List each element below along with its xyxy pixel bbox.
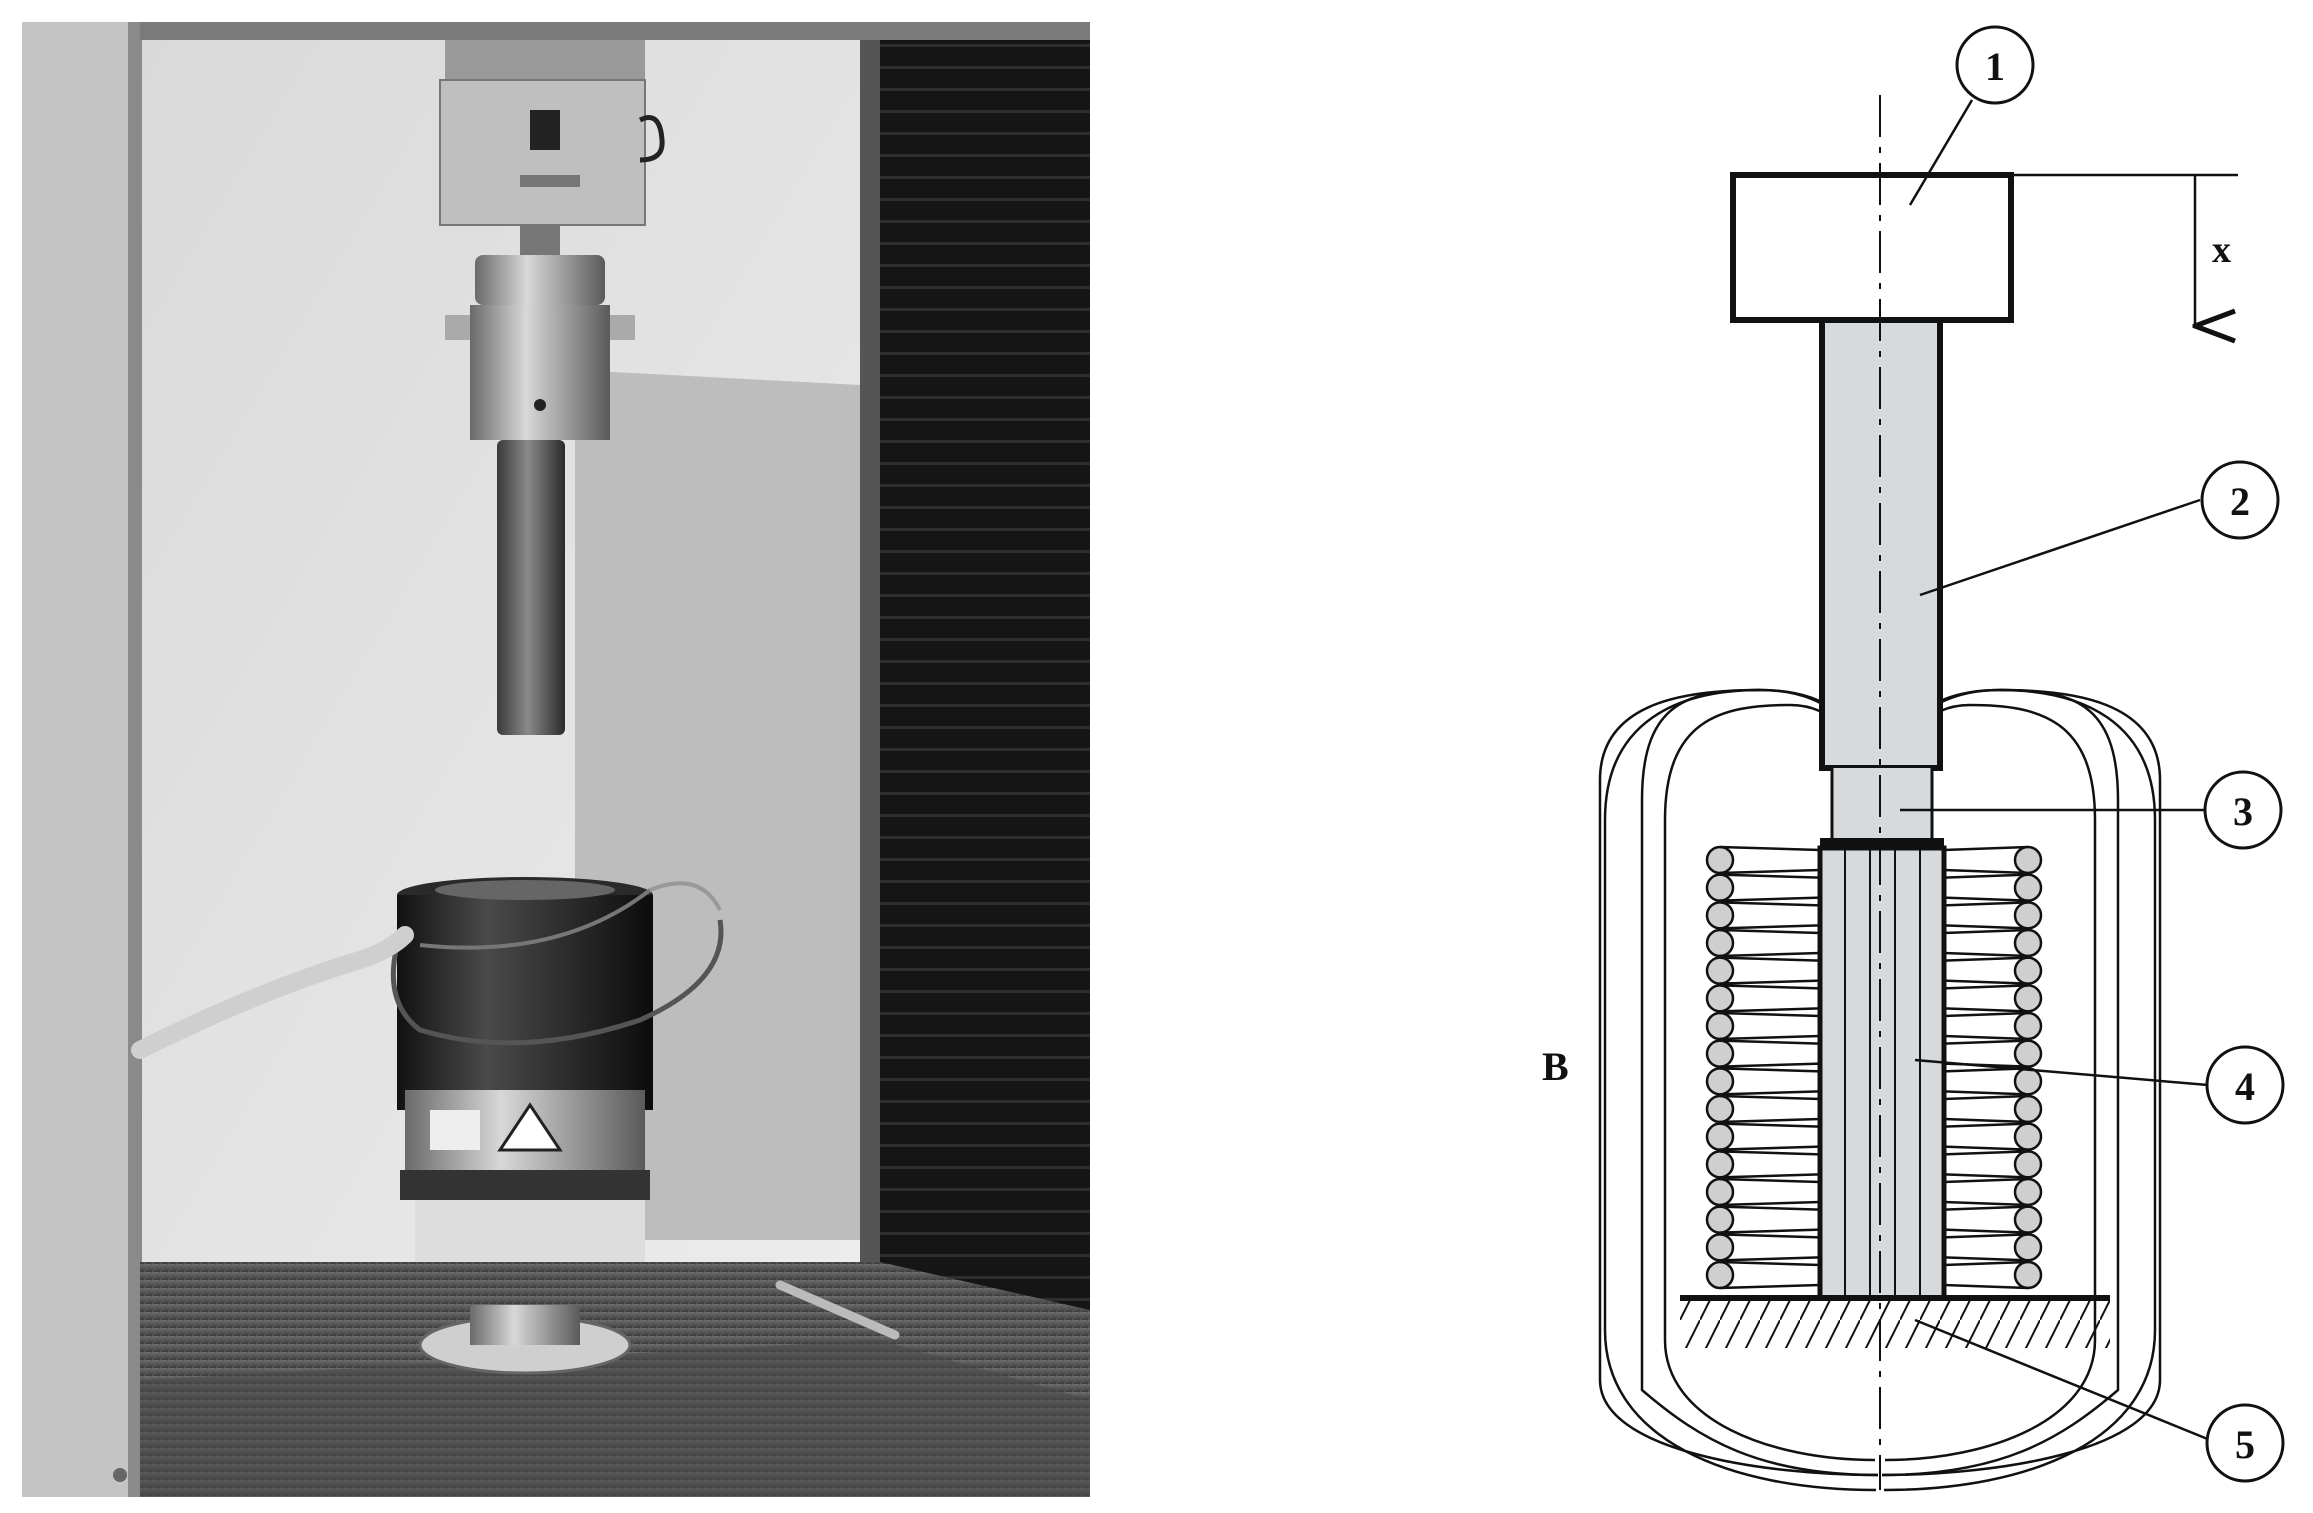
coil-wire-left xyxy=(1719,1067,1821,1096)
coil-wire-right xyxy=(1943,1177,2029,1207)
coil-turn-left xyxy=(1705,1039,1735,1068)
coil-turn-right xyxy=(2013,1122,2043,1151)
callout-2: 2 xyxy=(2200,460,2280,540)
coil-wire-right xyxy=(1943,901,2029,930)
coil-wire-right xyxy=(1943,1233,2029,1262)
coil-turn-left xyxy=(1705,956,1735,985)
coil-wire-left xyxy=(1719,845,1821,875)
svg-text:1: 1 xyxy=(1985,44,2005,89)
coil-turn-left xyxy=(1705,845,1735,875)
coil-turn-left xyxy=(1705,1122,1735,1151)
field-label-b: B xyxy=(1542,1044,1569,1089)
coil-turn-right xyxy=(2013,1177,2043,1207)
coil-turn-right xyxy=(2013,984,2043,1013)
coil-turn-left xyxy=(1705,1177,1735,1207)
coil-wire-right xyxy=(1943,1150,2029,1179)
coil-turn-right xyxy=(2013,901,2043,930)
coil-wire-left xyxy=(1719,1094,1821,1124)
coil-turn-left xyxy=(1705,1205,1735,1234)
coil-turn-left xyxy=(1705,1150,1735,1179)
svg-text:2: 2 xyxy=(2230,479,2250,524)
coil-turn-left xyxy=(1705,928,1735,958)
coil-turn-right xyxy=(2013,845,2043,875)
coil-turn-right xyxy=(2013,1150,2043,1179)
coil-wire-left xyxy=(1719,1233,1821,1262)
coil-wire-left xyxy=(1719,1011,1821,1041)
coil-turn-right xyxy=(2013,1039,2043,1068)
coil-wire-left xyxy=(1719,1039,1821,1068)
neck-3 xyxy=(1830,768,1934,842)
coil-turn-left xyxy=(1705,1067,1735,1096)
coil-wire-left xyxy=(1719,984,1821,1013)
coil-turn-right xyxy=(2013,1094,2043,1124)
callout-5: 5 xyxy=(2205,1403,2285,1483)
coil-right xyxy=(1943,845,2043,1290)
coil-turn-left xyxy=(1705,1233,1735,1262)
coil-wire-right xyxy=(1943,845,2029,875)
ground-hatch xyxy=(1680,1300,2110,1348)
coil-wire-left xyxy=(1719,1122,1821,1151)
head-1 xyxy=(1730,172,2014,323)
core-4 xyxy=(1817,845,1947,1301)
coil-turn-right xyxy=(2013,1233,2043,1262)
coil-turn-right xyxy=(2013,1011,2043,1041)
coil-turn-right xyxy=(2013,873,2043,902)
coil-wire-right xyxy=(1943,1011,2029,1041)
coil-wire-left xyxy=(1719,873,1821,902)
coil-wire-left xyxy=(1719,956,1821,985)
coil-wire-right xyxy=(1943,1122,2029,1151)
svg-text:5: 5 xyxy=(2235,1422,2255,1467)
coil-wire-right xyxy=(1943,984,2029,1013)
coil-turn-right xyxy=(2013,956,2043,985)
coil-turn-right xyxy=(2013,1205,2043,1234)
coil-wire-right xyxy=(1943,1260,2029,1290)
svg-text:3: 3 xyxy=(2233,789,2253,834)
coil-wire-right xyxy=(1943,873,2029,902)
svg-text:4: 4 xyxy=(2235,1064,2255,1109)
coil-left xyxy=(1705,845,1821,1290)
x-axis-label: x xyxy=(2212,229,2231,271)
coil-turn-left xyxy=(1705,901,1735,930)
coil-turn-left xyxy=(1705,1011,1735,1041)
callout-1: 1 xyxy=(1955,25,2035,105)
coil-turn-right xyxy=(2013,928,2043,958)
coil-turn-left xyxy=(1705,984,1735,1013)
coil-wire-left xyxy=(1719,1205,1821,1234)
callout-3: 3 xyxy=(2203,770,2283,850)
coil-wire-right xyxy=(1943,1205,2029,1234)
coil-wire-left xyxy=(1719,1177,1821,1207)
coil-wire-right xyxy=(1943,1094,2029,1124)
coil-wire-right xyxy=(1943,928,2029,958)
coil-turn-left xyxy=(1705,1094,1735,1124)
coil-wire-left xyxy=(1719,901,1821,930)
coil-wire-left xyxy=(1719,928,1821,958)
coil-turn-left xyxy=(1705,1260,1735,1290)
callout-4: 4 xyxy=(2205,1045,2285,1125)
coil-turn-right xyxy=(2013,1260,2043,1290)
coil-wire-left xyxy=(1719,1260,1821,1290)
coil-wire-right xyxy=(1943,956,2029,985)
coil-turn-left xyxy=(1705,873,1735,902)
coil-wire-left xyxy=(1719,1150,1821,1179)
coil-turn-right xyxy=(2013,1067,2043,1096)
